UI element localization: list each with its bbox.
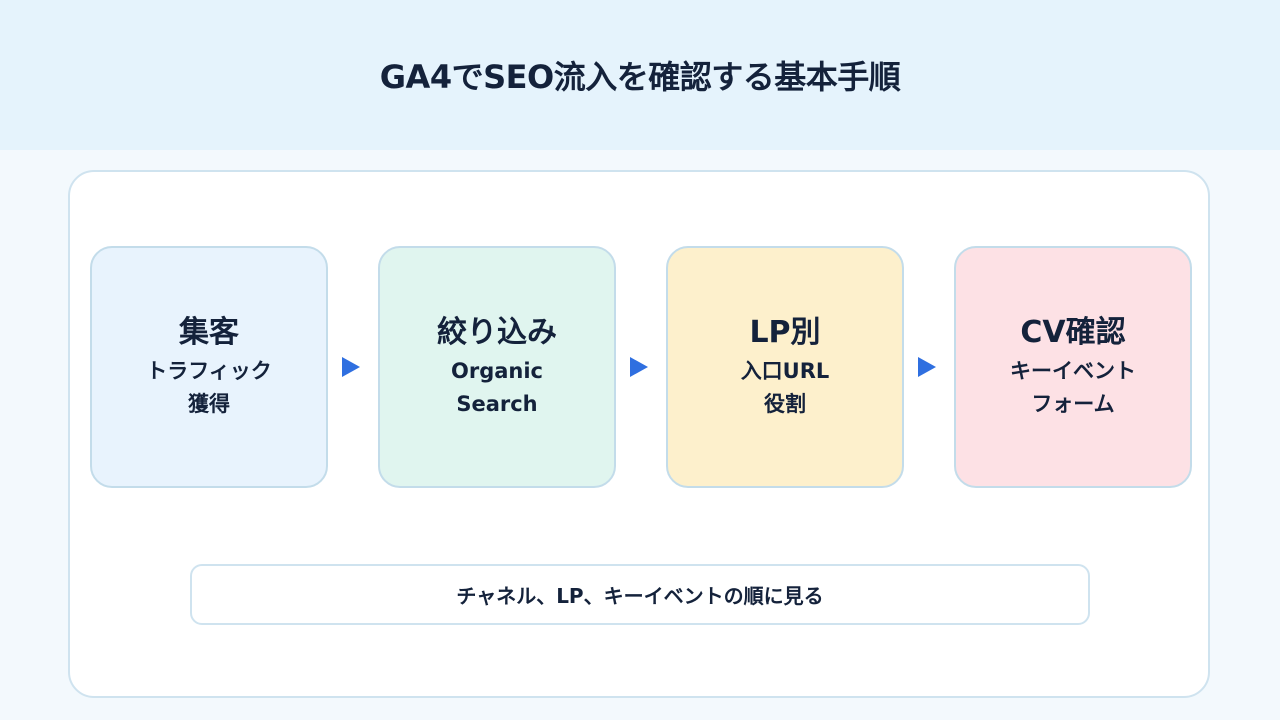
step-line: トラフィック (146, 359, 272, 383)
step-title: 集客 (179, 315, 239, 350)
step-line: 役割 (764, 392, 806, 416)
step-conversion: CV確認 キーイベント フォーム (954, 246, 1192, 488)
summary-box: チャネル、LP、キーイベントの順に見る (190, 564, 1090, 625)
step-line: 入口URL (740, 359, 830, 383)
step-line: 獲得 (188, 392, 230, 416)
arrow-right-icon (918, 357, 936, 377)
arrow-right-icon (342, 357, 360, 377)
step-line: キーイベント (1010, 359, 1136, 383)
step-landing-page: LP別 入口URL 役割 (666, 246, 904, 488)
step-line: Search (456, 392, 538, 416)
step-filter: 絞り込み Organic Search (378, 246, 616, 488)
step-line: フォーム (1031, 392, 1115, 416)
step-title: LP別 (749, 315, 821, 350)
step-acquisition: 集客 トラフィック 獲得 (90, 246, 328, 488)
header-band: GA4でSEO流入を確認する基本手順 (0, 0, 1280, 150)
page-title: GA4でSEO流入を確認する基本手順 (379, 58, 901, 96)
summary-text: チャネル、LP、キーイベントの順に見る (456, 584, 824, 608)
step-title: 絞り込み (437, 315, 557, 350)
step-line: Organic (450, 359, 543, 383)
arrow-right-icon (630, 357, 648, 377)
step-title: CV確認 (1020, 315, 1126, 350)
